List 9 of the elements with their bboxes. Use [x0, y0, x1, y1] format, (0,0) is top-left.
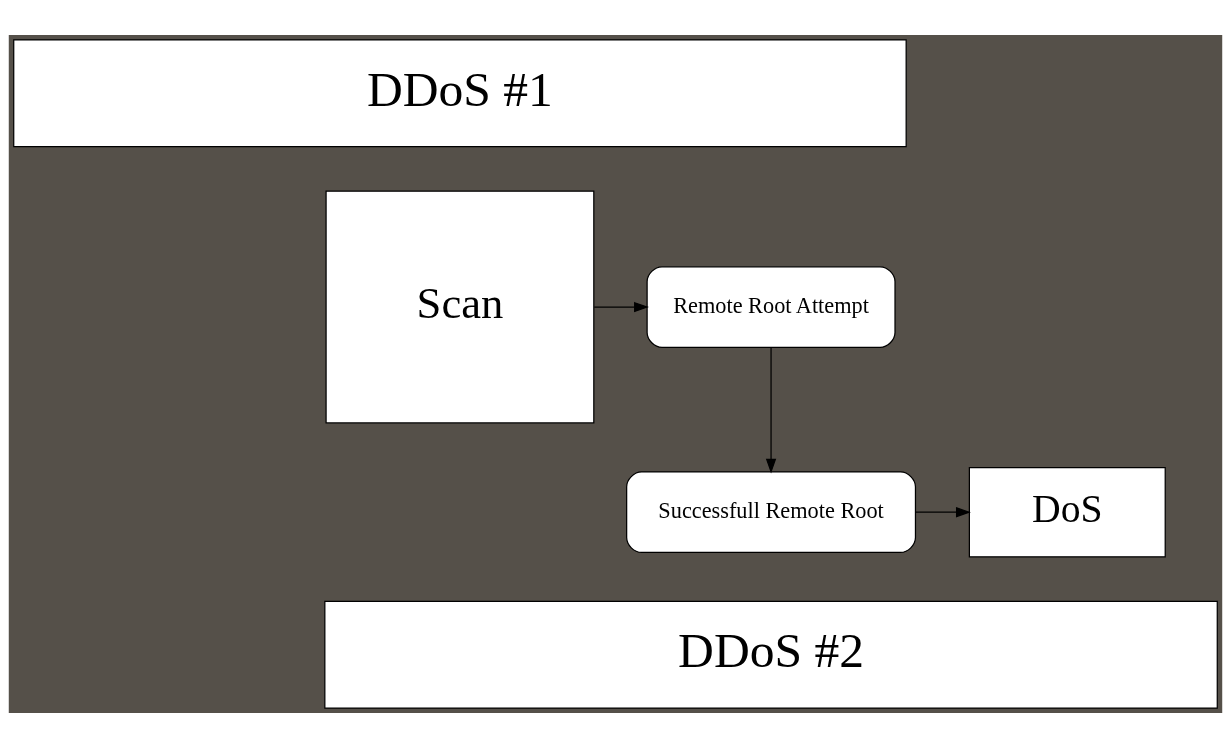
arrow	[915, 507, 971, 518]
node-box: Remote Root Attempt	[646, 266, 896, 348]
node-box: DoS	[968, 466, 1166, 558]
arrow	[593, 301, 649, 313]
node-box: DDoS #2	[324, 600, 1218, 709]
node-box: Successfull Remote Root	[626, 471, 917, 554]
node-box: Scan	[325, 190, 595, 424]
arrow	[765, 346, 777, 474]
node-box: DDoS #1	[13, 39, 907, 148]
